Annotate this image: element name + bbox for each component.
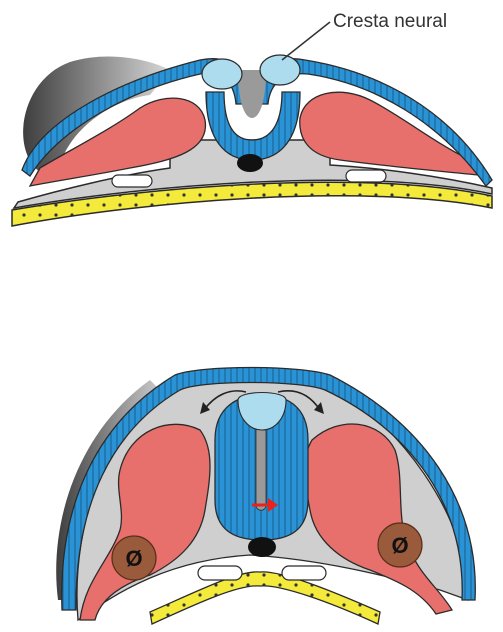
bottom-aorta-left (198, 566, 242, 580)
ganglion-right-marker: Ø (391, 533, 408, 558)
top-aorta-left (112, 175, 152, 187)
top-embryo-section: Cresta neural (12, 11, 492, 226)
top-notochord (237, 154, 263, 172)
top-neural-crest-right (260, 55, 300, 85)
ganglion-left-marker: Ø (125, 546, 142, 571)
neural-crest-label: Cresta neural (333, 11, 447, 32)
bottom-aorta-right (282, 566, 326, 580)
bottom-embryo-section: Ø Ø (56, 368, 475, 625)
top-aorta-right (346, 170, 386, 182)
bottom-neural-canal (256, 428, 266, 510)
bottom-notochord (248, 537, 276, 557)
bottom-endoderm (150, 572, 380, 624)
neural-crest-leader-line (282, 22, 330, 60)
top-neural-crest-left (202, 59, 242, 89)
